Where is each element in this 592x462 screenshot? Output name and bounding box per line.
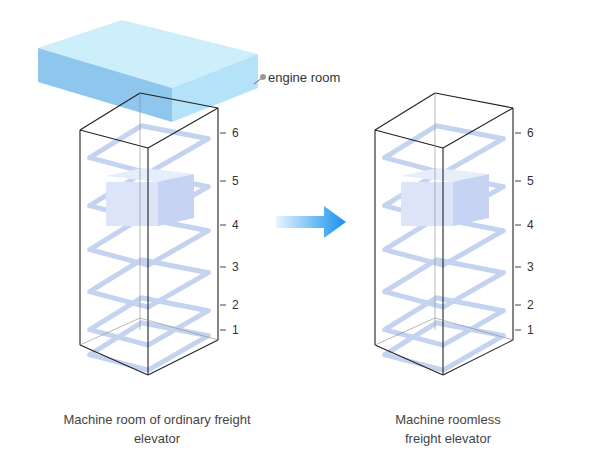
shaft-edge [375, 345, 443, 375]
floor-tick [515, 330, 521, 331]
shaft-edge [80, 130, 148, 148]
floor-number: 1 [527, 323, 534, 337]
floor-number: 6 [232, 126, 239, 140]
floor-number: 4 [232, 218, 239, 232]
leader-dot [260, 74, 266, 80]
shaft-edge [147, 148, 148, 375]
shaft-edge [375, 318, 435, 345]
shaft-edge [80, 93, 140, 130]
car-front [106, 182, 158, 226]
shaft-edge [79, 130, 80, 345]
engine-room-front [38, 48, 172, 122]
shaft-edge [140, 93, 218, 108]
floor-number: 6 [527, 126, 534, 140]
floor-tick [220, 133, 226, 134]
elevator-shaft [375, 93, 521, 375]
shaft-edge [140, 93, 141, 330]
shaft-edge [512, 108, 513, 340]
floor-slab [385, 126, 504, 173]
car-side [453, 174, 489, 226]
floor-number: 5 [527, 174, 534, 188]
floor-number: 1 [232, 323, 239, 337]
floor-tick [220, 305, 226, 306]
part-label: engine room [268, 70, 340, 86]
engine-room-side [172, 54, 258, 122]
floor-number: 2 [527, 298, 534, 312]
floor-tick [515, 181, 521, 182]
shaft-edge [435, 93, 513, 108]
transition-arrow [276, 206, 346, 238]
floor-tick [515, 305, 521, 306]
shaft-edge [443, 108, 513, 148]
floor-tick [515, 133, 521, 134]
shaft-edge [375, 130, 443, 148]
floor-tick [515, 225, 521, 226]
caption-text: Machine roomless freight elevator [378, 411, 518, 449]
floor-tick [220, 267, 226, 268]
floor-slab [385, 323, 504, 370]
shaft-edge [442, 148, 443, 375]
floor-slab [90, 126, 209, 173]
shaft-edge [435, 93, 436, 330]
floor-slab [90, 298, 209, 345]
engine-room-block [38, 20, 258, 122]
shaft-edge [80, 318, 140, 345]
floor-tick [220, 330, 226, 331]
floor-slab [385, 298, 504, 345]
floor-number: 5 [232, 174, 239, 188]
floor-tick [220, 181, 226, 182]
floor-number: 3 [232, 260, 239, 274]
shaft-edge [435, 318, 513, 340]
shaft-edge [374, 130, 375, 345]
car-front [401, 182, 453, 226]
shaft-edge [80, 345, 148, 375]
car-side [158, 174, 194, 226]
shaft-edge [443, 340, 513, 375]
elevator-shaft [80, 93, 226, 375]
shaft-edge [217, 108, 218, 340]
shaft-edge [140, 318, 218, 340]
shaft-edge [375, 93, 435, 130]
shaft-edge [148, 340, 218, 375]
floor-number: 2 [232, 298, 239, 312]
floor-slab [90, 323, 209, 370]
caption-text: Machine room of ordinary freight elevato… [62, 411, 252, 449]
floor-tick [515, 267, 521, 268]
floor-number: 4 [527, 218, 534, 232]
floor-number: 3 [527, 260, 534, 274]
floor-tick [220, 225, 226, 226]
shaft-edge [148, 108, 218, 148]
